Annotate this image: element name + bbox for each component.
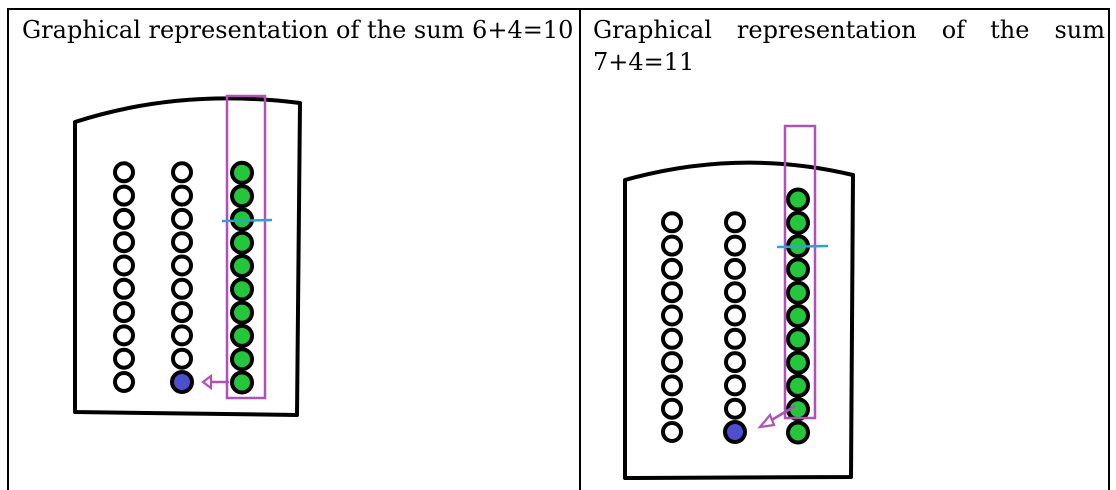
white-bead: [661, 351, 683, 374]
caption-right-line2: 7+4=11: [593, 48, 695, 76]
table-frame: [7, 8, 1110, 490]
ten-marker-right: [776, 244, 829, 249]
column-divider: [579, 8, 581, 490]
green-bead: [786, 420, 810, 445]
white-bead: [171, 301, 193, 324]
green-bead: [230, 184, 254, 209]
white-bead: [171, 347, 193, 370]
white-bead: [113, 254, 135, 277]
caption-right-line1: Graphical representation of the sum: [593, 14, 1105, 46]
blue-bead: [170, 370, 194, 394]
white-bead: [724, 304, 746, 327]
white-bead: [171, 324, 193, 347]
white-bead: [171, 161, 193, 184]
white-bead: [171, 277, 193, 300]
green-bead: [786, 304, 810, 328]
green-bead: [786, 280, 810, 305]
caption-right: Graphical representation of the sum 7+4=…: [593, 14, 1105, 78]
white-bead: [171, 231, 193, 254]
green-bead: [786, 210, 810, 235]
white-bead: [724, 257, 746, 280]
beads-right: [661, 187, 810, 445]
white-bead: [113, 207, 135, 230]
white-bead: [661, 421, 683, 443]
white-bead: [661, 211, 683, 234]
green-bead: [786, 350, 810, 375]
green-bead: [230, 300, 254, 325]
white-bead: [661, 304, 683, 327]
blue-bead: [723, 420, 747, 444]
white-bead: [724, 281, 746, 304]
highlight-box-right: [783, 124, 817, 420]
green-bead: [786, 373, 810, 398]
white-bead: [724, 234, 746, 257]
white-bead: [113, 184, 135, 207]
white-bead: [171, 207, 193, 230]
white-bead: [661, 397, 683, 420]
highlight-box-left: [225, 94, 267, 400]
green-bead: [786, 257, 810, 282]
board-outline-left: [73, 96, 302, 417]
caption-left: Graphical representation of the sum 6+4=…: [22, 16, 574, 44]
beads-left: [113, 160, 254, 395]
white-bead: [113, 301, 135, 324]
green-bead: [230, 347, 254, 372]
caption-word: Graphical: [593, 16, 712, 44]
green-bead: [230, 370, 254, 395]
green-bead: [230, 230, 254, 255]
white-bead: [113, 324, 135, 347]
caption-word: the: [990, 16, 1030, 44]
white-bead: [661, 374, 683, 397]
white-bead: [171, 184, 193, 207]
green-bead: [230, 254, 254, 278]
white-bead: [661, 281, 683, 304]
caption-word: representation: [736, 16, 917, 44]
caption-word: of: [941, 16, 966, 44]
arrow-right: [757, 404, 796, 429]
board-outline-right: [623, 160, 855, 480]
white-bead: [113, 161, 135, 184]
white-bead: [113, 371, 135, 393]
green-bead: [230, 323, 254, 348]
white-bead: [724, 327, 746, 350]
white-bead: [113, 347, 135, 370]
white-bead: [724, 397, 746, 420]
white-bead: [724, 351, 746, 374]
arrow-left: [201, 373, 229, 391]
white-bead: [661, 327, 683, 350]
green-bead: [786, 327, 810, 352]
ten-marker-left: [221, 218, 273, 223]
green-bead: [230, 277, 254, 302]
white-bead: [113, 231, 135, 254]
white-bead: [661, 234, 683, 257]
white-bead: [724, 211, 746, 234]
white-bead: [171, 254, 193, 277]
white-bead: [113, 277, 135, 300]
green-bead: [786, 187, 810, 212]
white-bead: [661, 257, 683, 280]
caption-word: sum: [1054, 16, 1105, 44]
white-bead: [724, 374, 746, 397]
green-bead: [230, 160, 254, 185]
